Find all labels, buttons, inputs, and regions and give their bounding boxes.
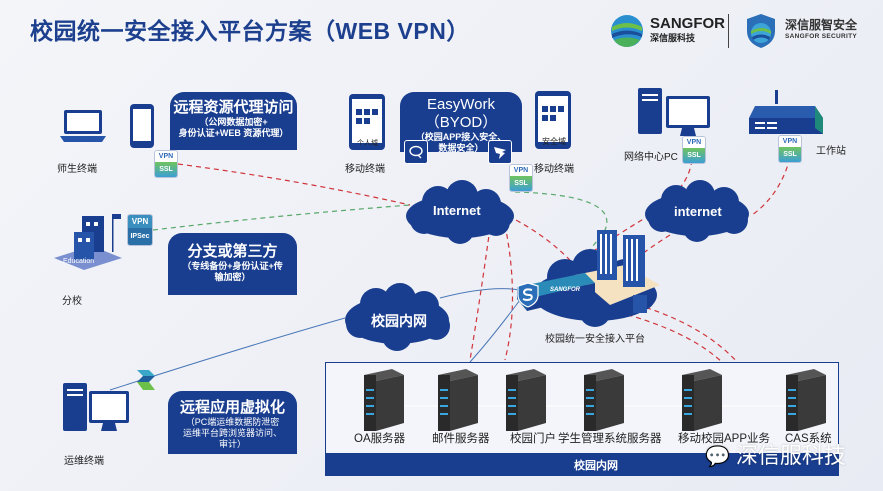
education-label: Education [63,258,95,265]
virtualization-arrow-icon [137,370,155,390]
teacher-student-label: 师生终端 [57,164,97,175]
workstation-router-icon [749,90,823,134]
ipsec-vpn-badge: VPN IPSec [128,215,152,245]
network-center-pc-label: 网络中心PC [624,152,678,163]
link-platform-campus [619,299,741,366]
server-icon [584,369,624,431]
link-internet-down-2 [469,227,491,361]
desktop-pc-icon [638,88,710,136]
link-branch-internet [152,204,411,231]
security-sub: SANGFOR SECURITY [785,33,857,40]
server-label-portal: 校园门户 [510,433,556,445]
laptop-icon [60,110,106,142]
server-icon [682,369,722,431]
internet-right-label: internet [674,204,722,219]
mobile-secure-icon [535,91,571,149]
personal-domain-label: 个人域 [357,140,378,147]
secure-domain-label: 安全域 [542,137,566,146]
ops-terminal-label: 运维终端 [64,456,104,467]
link-workstation-internet [751,157,791,216]
link-teacher-internet [177,163,411,206]
server-icon [438,369,478,431]
security-name: 深信服智安全 [785,18,858,32]
sangfor-name: SANGFOR [650,15,725,32]
chat-app-icon [404,140,428,164]
wechat-watermark: 💬深信服科技 [705,438,846,470]
server-row [364,369,826,431]
internet-cloud-left [406,180,514,244]
server-label-mail: 邮件服务器 [432,433,490,445]
remote-proxy-box: 远程资源代理访问 （公网数据加密+ 身份认证+WEB 资源代理） [170,92,297,150]
brand-logos: SANGFOR 深信服科技 深信服智安全 SANGFOR SECURITY [610,12,880,52]
link-platform-campus-2 [609,309,726,366]
internet-left-label: Internet [433,203,481,218]
link-platform-campus-blue [469,299,521,363]
server-icon [364,369,404,431]
mobile-right-label: 移动终端 [534,164,574,175]
server-label-mobile-app: 移动校园APP业务 [678,433,771,445]
sangfor-sub: 深信服科技 [650,33,696,43]
wechat-icon: 💬 [705,446,730,468]
dingtalk-icon [488,140,512,164]
campus-intranet-cloud [345,283,450,351]
ops-pc-icon [63,383,129,431]
phone-icon [130,104,154,148]
security-shield-icon [747,14,775,48]
mobile-left-label: 移动终端 [345,164,385,175]
link-easywork-platform [514,191,608,286]
link-intranet-platform [439,288,521,299]
virtualization-box: 远程应用虚拟化 （PC端运维数据防泄密 运维平台跨浏览器访问、 审计） [168,391,297,454]
platform-illustration [517,230,660,327]
branch-box: 分支或第三方 （专线备份+身份认证+传 输加密） [168,233,297,295]
branch-school-icon [54,214,122,270]
sangfor-globe-icon [611,15,643,47]
campus-intranet-label: 校园内网 [371,313,427,329]
sangfor-shield-icon [517,282,539,308]
watermark-text: 深信服科技 [735,443,846,468]
mobile-personal-icon [349,94,385,150]
branch-school-label: 分校 [62,296,82,307]
platform-brand-label: SANGFOR [550,287,580,293]
platform-label: 校园统一安全接入平台 [545,334,645,345]
campus-intranet-bar: 校园内网 [326,453,838,475]
campus-intranet-panel: OA服务器 邮件服务器 校园门户 学生管理系统服务器 移动校园APP业务 CAS… [325,362,839,476]
workstation-label: 工作站 [816,146,846,157]
page-title: 校园统一安全接入平台方案（WEB VPN） [30,18,470,44]
server-label-oa: OA服务器 [354,433,406,445]
server-icon [506,369,546,431]
logo-divider [728,14,729,48]
server-icon [786,369,826,431]
server-label-student-mgmt: 学生管理系统服务器 [558,433,662,445]
campus-bar-label: 校园内网 [574,460,618,472]
internet-cloud-right [645,180,749,242]
server-label-cas: CAS系统 [785,433,832,445]
